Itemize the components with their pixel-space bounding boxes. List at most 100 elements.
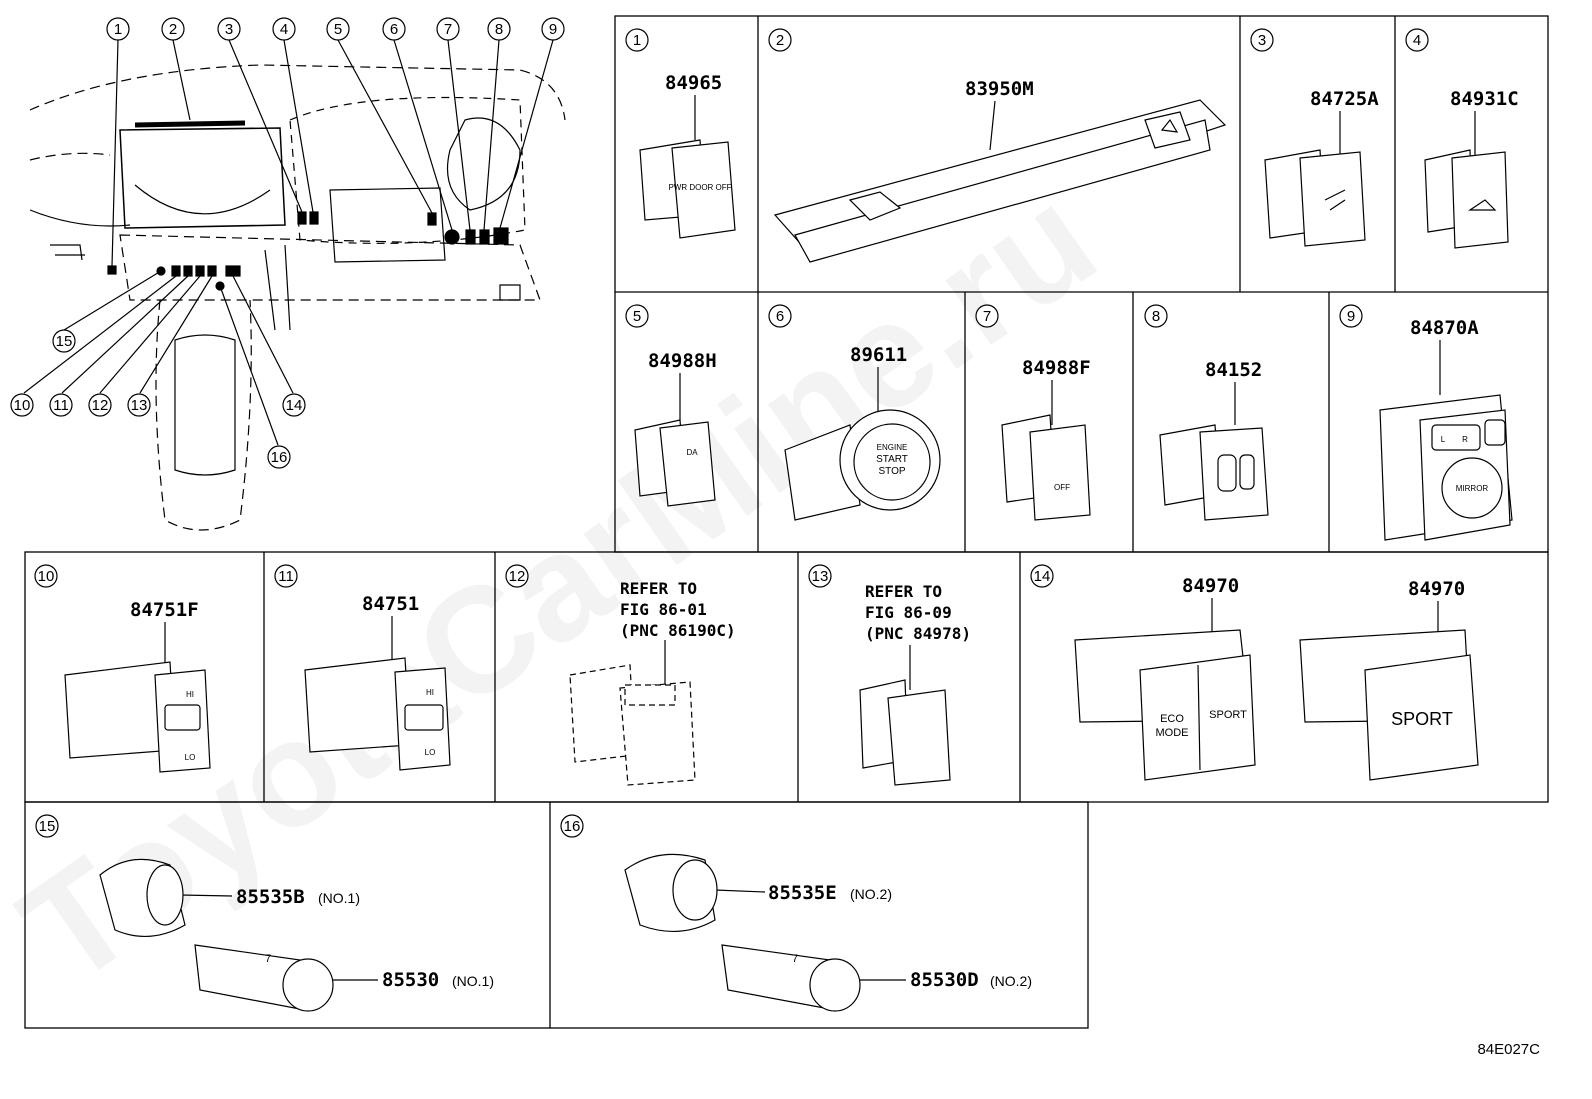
panel-14-label-sport-b: SPORT	[1391, 709, 1453, 729]
panel-3: 3 84725A	[1250, 28, 1379, 247]
panel-16-part-number-b: 85530D	[910, 969, 979, 991]
outer-mirror-switch: L R MIRROR	[1379, 340, 1513, 541]
panel-10-label-lo: LO	[185, 753, 196, 762]
panel-11: 11 84751 HI LO	[274, 564, 451, 771]
panel-13-number: 13	[812, 568, 829, 585]
panel-16-socket-number: 7	[792, 953, 798, 965]
panel-6-number: 6	[776, 308, 784, 325]
panel-8-part-number: 84152	[1205, 359, 1262, 381]
overview-callouts: 1 2 3 4 5 6 7 8 9 15 10 11 12 13 14 16	[10, 17, 565, 469]
panel-7-number: 7	[983, 308, 991, 325]
panel-9: 9 84870A L R MIRROR	[1339, 304, 1513, 541]
eco-sport-mode-switch: ECO MODE SPORT	[1074, 598, 1256, 781]
panel-13-refer-line-2: FIG 86-09	[865, 603, 952, 622]
panel-15: 15 85535B (NO.1) 85530 (NO.1) 7	[35, 814, 494, 1012]
callout-10: 10	[14, 397, 31, 414]
panel-14-part-number-b: 84970	[1408, 578, 1465, 600]
panel-1-switch-label: PWR DOOR OFF	[668, 183, 731, 192]
panel-grid	[24, 15, 1549, 1029]
panel-11-label-lo: LO	[425, 748, 436, 757]
engine-start-stop-switch: ENGINE START STOP	[784, 367, 941, 521]
panel-1: 1 84965 PWR DOOR OFF	[625, 28, 736, 239]
panel-13-refer-line-1: REFER TO	[865, 582, 942, 601]
panel-16: 16 85535E (NO.2) 85530D (NO.2) 7	[560, 814, 1032, 1012]
callout-9: 9	[549, 21, 557, 38]
panel-16-part-number-a: 85535E	[768, 882, 837, 904]
panel-10-number: 10	[38, 568, 55, 585]
callout-1: 1	[114, 21, 122, 38]
callout-12: 12	[92, 397, 109, 414]
callout-7: 7	[444, 21, 452, 38]
panel-14: 14 84970 84970 ECO MODE SPORT SPORT	[1030, 564, 1479, 781]
panel-16-number: 16	[564, 818, 581, 835]
panel-13: 13 REFER TO FIG 86-09 (PNC 84978)	[808, 564, 971, 786]
referenced-switch-12	[569, 640, 696, 786]
callout-5: 5	[334, 21, 342, 38]
panel-15-part-number-b: 85530	[382, 969, 439, 991]
drive-mode-switch	[1264, 111, 1366, 247]
panel-10-part-number: 84751F	[130, 599, 199, 621]
panel-12-number: 12	[509, 568, 526, 585]
panel-12-refer-line-3: (PNC 86190C)	[620, 621, 736, 640]
panel-2-number: 2	[776, 32, 784, 49]
panel-15-socket-number: 7	[265, 953, 271, 965]
panel-12: 12 REFER TO FIG 86-01 (PNC 86190C)	[505, 564, 736, 786]
panel-15-note-a: (NO.1)	[318, 890, 360, 906]
panel-6-label-bot: STOP	[878, 466, 905, 477]
panel-8-number: 8	[1152, 308, 1160, 325]
referenced-switch-13	[859, 645, 951, 786]
callout-4: 4	[280, 21, 288, 38]
panel-5: 5 84988H DA	[625, 304, 717, 507]
panel-15-part-number-a: 85535B	[236, 886, 305, 908]
panel-14-part-number-a: 84970	[1182, 575, 1239, 597]
panel-7: 7 84988F OFF	[975, 304, 1091, 521]
panel-8: 8 84152	[1144, 304, 1269, 521]
panel-14-label-sport-a: SPORT	[1209, 709, 1247, 721]
panel-13-refer-line-3: (PNC 84978)	[865, 624, 971, 643]
panel-10-label-hi: HI	[186, 690, 194, 699]
panel-4: 4 84931C	[1405, 28, 1519, 249]
diagram-code: 84E027C	[1477, 1041, 1540, 1058]
panel-16-note-a: (NO.2)	[850, 886, 892, 902]
panel-9-mirror-label: MIRROR	[1456, 484, 1489, 493]
hazard-switch-panel	[773, 99, 1227, 263]
panel-11-number: 11	[278, 568, 294, 585]
panel-11-label-hi: HI	[426, 688, 434, 697]
panel-9-label-l: L	[1441, 435, 1446, 444]
callout-3: 3	[225, 21, 233, 38]
panel-9-part-number: 84870A	[1410, 317, 1479, 339]
seat-heater-switch-b: HI LO	[304, 616, 451, 771]
panel-6-part-number: 89611	[850, 344, 907, 366]
panel-4-part-number: 84931C	[1450, 88, 1519, 110]
panel-9-label-r: R	[1462, 435, 1468, 444]
power-outlet-socket-1: 7	[99, 858, 378, 1012]
callout-11: 11	[53, 397, 69, 414]
panel-10: 10 84751F HI LO	[34, 564, 211, 773]
traction-off-switch: OFF	[1001, 380, 1091, 521]
panel-3-part-number: 84725A	[1310, 88, 1379, 110]
panel-14-label-eco-1: ECO	[1160, 713, 1184, 725]
panel-5-switch-label: DA	[686, 448, 698, 457]
power-outlet-socket-2: 7	[624, 853, 906, 1012]
panel-6-label-mid: START	[876, 454, 908, 465]
callout-8: 8	[495, 21, 503, 38]
power-door-switch: PWR DOOR OFF	[639, 95, 736, 239]
panel-11-part-number: 84751	[362, 593, 419, 615]
panel-7-part-number: 84988F	[1022, 357, 1091, 379]
panel-3-number: 3	[1258, 32, 1266, 49]
dashboard-overview	[23, 39, 566, 531]
seat-heater-switch-a: HI LO	[64, 622, 211, 773]
panel-1-number: 1	[633, 32, 641, 49]
panel-5-part-number: 84988H	[648, 350, 717, 372]
callout-15: 15	[56, 333, 73, 350]
panel-5-number: 5	[633, 308, 641, 325]
da-switch: DA	[634, 373, 716, 507]
panel-6: 6 89611 ENGINE START STOP	[768, 304, 941, 521]
panel-1-part-number: 84965	[665, 72, 722, 94]
panel-15-note-b: (NO.1)	[452, 973, 494, 989]
callout-6: 6	[390, 21, 398, 38]
panel-7-switch-label: OFF	[1054, 483, 1070, 492]
panel-9-number: 9	[1347, 308, 1355, 325]
panel-16-note-b: (NO.2)	[990, 973, 1032, 989]
